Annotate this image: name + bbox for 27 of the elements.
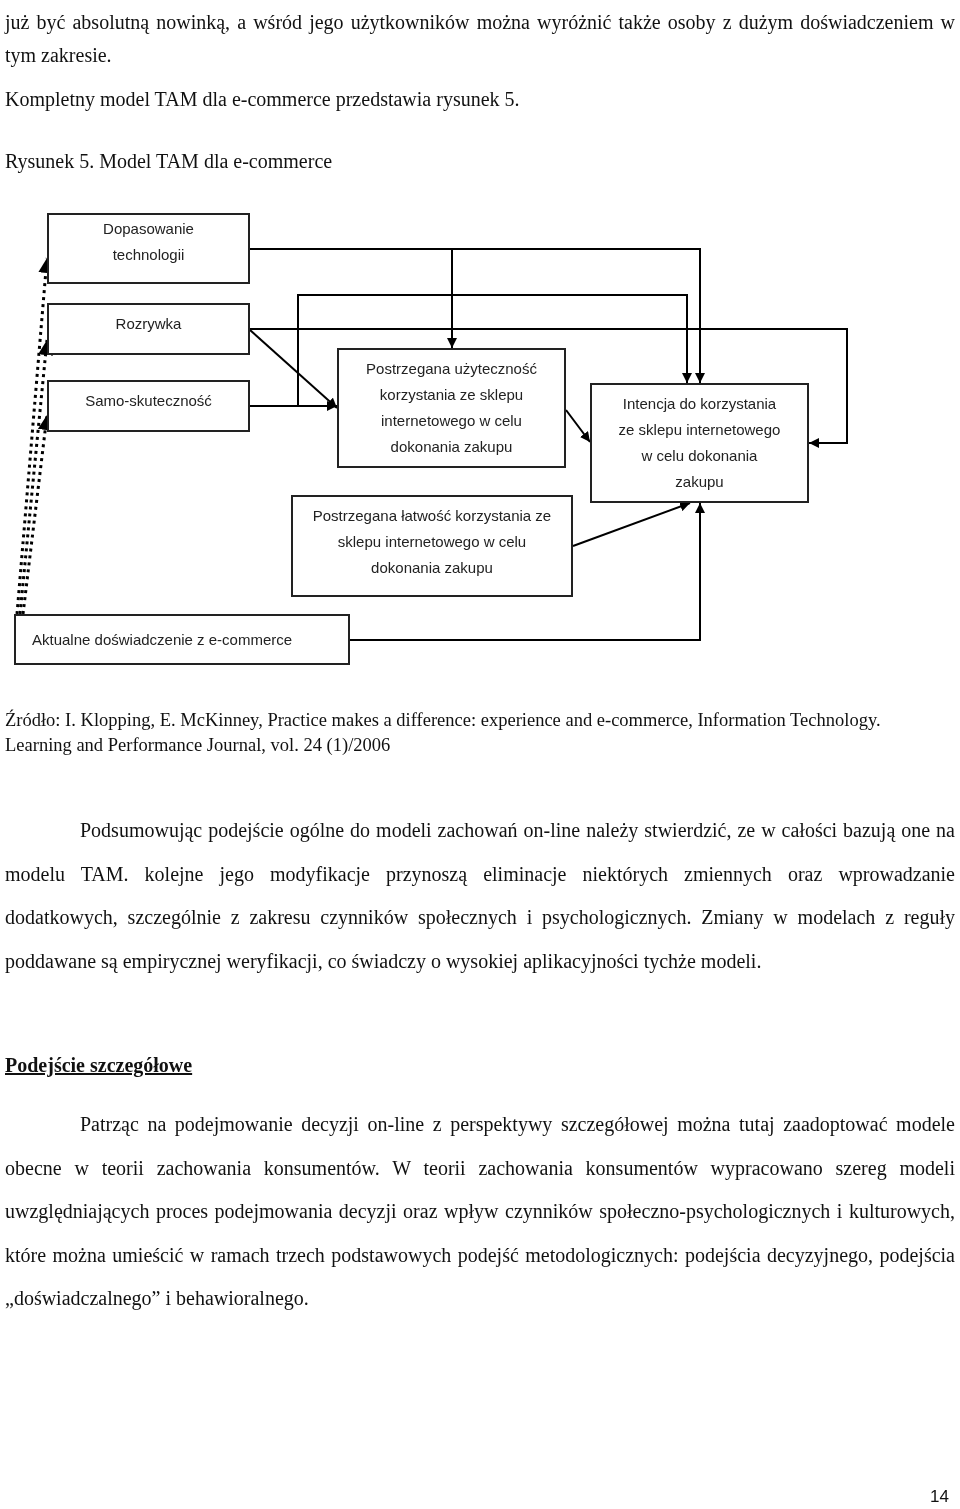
text-box (47, 380, 250, 432)
paragraph: Podsumowując podejście ogólne do modeli zachowań on-line należy stwierdzić, ze w całości bazują one na modelu TAM. kolejne jego modyfikacje przynoszą eliminacje niektórych zmiennych oraz wprowadzanie dodatkowych, szczególnie z zakresu czynników społecznych i psychologicznych. Zmiany w modelach z reguły poddawane są empirycznej weryfikacji, co świadczy o wysokiej aplikacyjności tychże modeli. (5, 818, 955, 975)
arrow (249, 328, 848, 448)
text-box (47, 303, 250, 355)
text-box (337, 348, 566, 468)
box-label: Samo-skuteczność (85, 391, 212, 411)
arrow (565, 409, 591, 443)
paragraph: Kompletny model TAM dla e-commerce przedstawia rysunek 5. (5, 87, 521, 113)
box-label: Postrzegana użyteczność korzystania ze sklepu internetowego w celu dokonania zakupu (365, 359, 538, 457)
box-label: Intencja do korzystania ze sklepu internetowego w celu dokonania zakupu (617, 394, 782, 492)
text-box (291, 495, 573, 597)
box-label: Aktualne doświadczenie z e-commerce (32, 629, 293, 650)
text-box (14, 614, 350, 665)
arrow (572, 501, 691, 547)
arrow (349, 502, 705, 641)
figure-source: Źródło: I. Klopping, E. McKinney, Practice makes a difference: experience and e-commerce, Information Technology. Learning and Performance Journal, vol. 24 (1)/2006 (5, 708, 882, 757)
page-number: 14 (930, 1486, 950, 1508)
box-label: Postrzegana łatwość korzystania ze sklepu internetowego w celu dokonania zakupu (311, 506, 553, 578)
box-label: Rozrywka (115, 314, 182, 334)
figure-title: Rysunek 5. Model TAM dla e-commerce (5, 149, 333, 175)
section-heading: Podejście szczegółowe (5, 1053, 194, 1079)
text-box (590, 383, 809, 503)
paragraph: Patrząc na podejmowanie decyzji on-line z perspektywy szczegółowej można tutaj zaadoptować modele obecne w teorii zachowania konsumentów. W teorii zachowania konsumentów wypracowano szereg modeli uwzględniających proces podejmowania decyzji oraz wpływ czynników społeczno-psychologicznych i kulturowych, które można umieścić w ramach trzech podstawowych podejść metodologicznych: podejścia decyzyjnego, podejścia „doświadczalnego” i behawioralnego. (5, 1112, 955, 1312)
text-box (47, 213, 250, 284)
arrow (249, 329, 338, 409)
paragraph: już być absolutną nowinką, a wśród jego użytkowników można wyróżnić także osoby z dużym doświadczeniem w tym zakresie. (5, 10, 955, 69)
box-label: Dopasowanie technologii (102, 218, 195, 265)
